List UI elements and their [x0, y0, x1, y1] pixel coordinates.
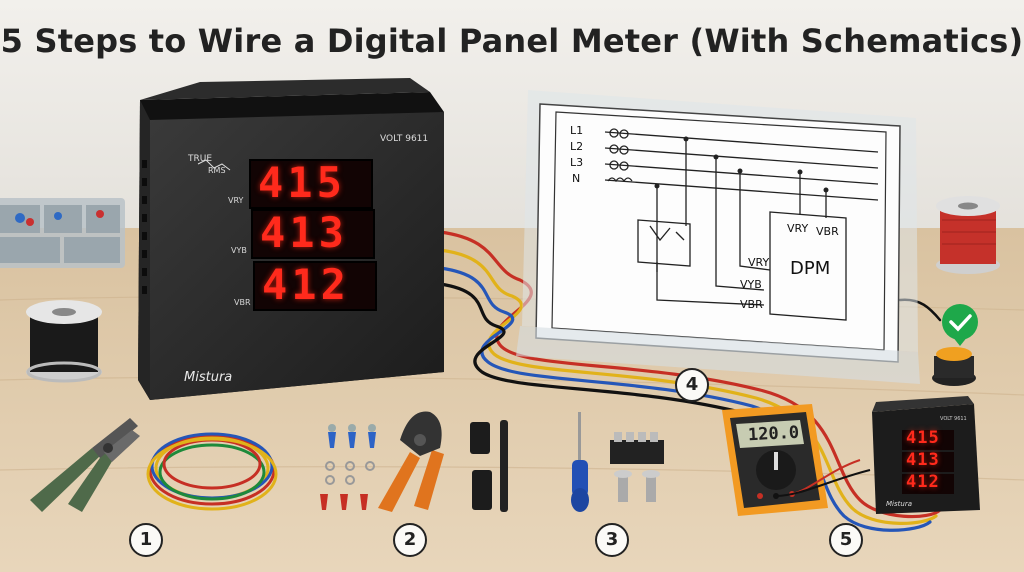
meter-value: 412 — [262, 260, 350, 309]
dpm-terminal-label: VRY — [787, 222, 809, 235]
line-label: L2 — [570, 140, 584, 153]
step-number: 2 — [403, 529, 417, 550]
step-number: 5 — [839, 529, 853, 550]
small-meter-model: VOLT 9611 — [940, 416, 967, 422]
small-meter-value: 413 — [906, 450, 940, 470]
meter-row-label: VBR — [234, 298, 251, 307]
line-label: L3 — [570, 156, 584, 169]
meter-brand: Mistura — [184, 370, 233, 385]
small-meter-brand: Mistura — [886, 500, 912, 508]
small-meter-value: 415 — [906, 428, 940, 448]
terminal-lugs — [320, 424, 376, 510]
line-label: L1 — [570, 124, 584, 137]
wire-stripper-tool — [30, 418, 140, 512]
check-icon — [932, 304, 978, 386]
meter-model: VOLT 9611 — [380, 134, 429, 144]
step-markers — [129, 368, 863, 557]
meter-badge-top: TRUE — [188, 154, 213, 164]
dpm-label: DPM — [790, 258, 831, 279]
dpm-terminal-label: VBR — [816, 225, 839, 238]
wire-label: VRY — [748, 256, 770, 269]
meter-row-label: VYB — [231, 246, 247, 255]
small-meter-value: 412 — [906, 472, 940, 492]
terminal-block — [610, 432, 664, 502]
meter-row-label: VRY — [228, 196, 244, 205]
step-number: 4 — [685, 374, 699, 395]
multimeter-reading: 120.0 — [747, 422, 800, 446]
screwdriver-tool — [571, 412, 589, 512]
panel-meter — [138, 78, 444, 400]
wire-label: VYB — [740, 278, 762, 291]
meter-value: 413 — [260, 208, 348, 257]
heat-shrink-tubes — [470, 420, 508, 512]
page-title: 5 Steps to Wire a Digital Panel Meter (W… — [0, 22, 1024, 60]
meter-badge-bottom: RMS — [208, 166, 226, 175]
step-number: 1 — [139, 529, 153, 550]
schematic-board — [516, 90, 920, 384]
meter-value: 415 — [258, 158, 346, 207]
multimeter — [722, 404, 871, 516]
parts-organizer — [0, 198, 125, 268]
step-number: 3 — [605, 529, 619, 550]
coiled-wires — [146, 432, 278, 511]
black-wire-spool — [26, 300, 102, 383]
line-label: N — [572, 172, 581, 185]
wire-label: VBR — [740, 298, 763, 311]
small-panel-meter — [872, 396, 980, 514]
crimping-tool — [378, 411, 444, 512]
red-wire-spool — [936, 196, 1000, 274]
